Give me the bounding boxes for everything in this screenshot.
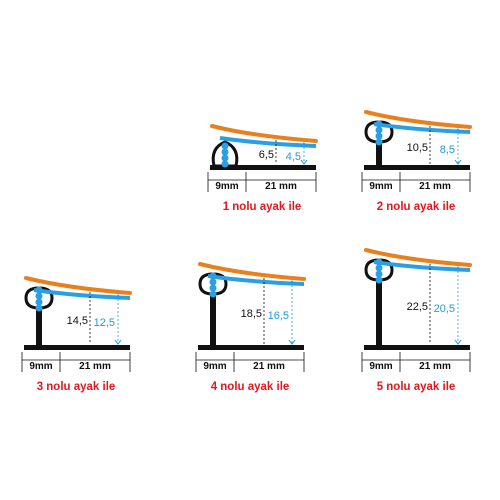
arrow-down xyxy=(454,159,462,165)
arrow-up xyxy=(114,294,122,300)
arrow-down xyxy=(454,339,462,345)
width-left-label: 9mm xyxy=(203,361,226,372)
height-inner-label: 16,5 xyxy=(268,310,289,322)
arrow-up xyxy=(454,128,462,134)
clip-bead xyxy=(35,298,43,306)
width-left-label: 9mm xyxy=(215,181,238,192)
width-right-label: 21 mm xyxy=(253,361,285,372)
panel-foot-3: 14,5 12,5 9mm 21 mm 3 nolu ayak ile xyxy=(21,276,132,393)
clip-bead xyxy=(35,292,43,300)
foot-loop xyxy=(211,140,239,168)
arrow-down xyxy=(300,159,308,165)
panel-caption: 5 nolu ayak ile xyxy=(377,381,456,393)
orange-strip xyxy=(210,124,318,143)
height-total-label: 18,5 xyxy=(241,308,262,320)
foot-stem xyxy=(376,278,382,348)
base-bar xyxy=(364,345,470,350)
width-right-label: 21 mm xyxy=(419,361,451,372)
width-left-label: 9mm xyxy=(29,361,52,372)
arrow-down xyxy=(114,339,122,345)
arrow-down xyxy=(288,339,296,345)
height-inner-label: 20,5 xyxy=(434,303,455,315)
orange-strip xyxy=(198,262,306,281)
height-inner-label: 4,5 xyxy=(286,151,301,163)
clip-bead xyxy=(221,148,229,156)
clip-bead xyxy=(375,138,383,146)
height-total-label: 14,5 xyxy=(67,315,88,327)
arrow-up xyxy=(288,280,296,286)
clip-bead xyxy=(221,160,229,168)
clip-bead xyxy=(375,132,383,140)
orange-strip xyxy=(364,110,472,129)
foot-stem xyxy=(376,140,382,168)
clip-bead xyxy=(221,142,229,150)
clip-bead xyxy=(375,126,383,134)
width-left-label: 9mm xyxy=(369,361,392,372)
panel-foot-4: 18,5 16,5 9mm 21 mm 4 nolu ayak ile xyxy=(195,262,306,393)
clip-bead xyxy=(375,276,383,284)
panel-foot-5: 22,5 20,5 9mm 21 mm 5 nolu ayak ile xyxy=(361,248,472,393)
panel-caption: 4 nolu ayak ile xyxy=(211,381,290,393)
clip-bead xyxy=(209,278,217,286)
orange-strip xyxy=(24,276,132,295)
panel-foot-1: 6,5 4,5 9mm 21 mm 1 nolu ayak ile xyxy=(207,124,318,213)
foot-stem xyxy=(36,306,42,348)
width-right-label: 21 mm xyxy=(79,361,111,372)
clip-bead xyxy=(209,284,217,292)
arrow-up xyxy=(300,142,308,148)
panel-caption: 1 nolu ayak ile xyxy=(223,201,302,213)
clip-bead xyxy=(221,154,229,162)
base-bar xyxy=(364,165,470,170)
height-total-label: 22,5 xyxy=(407,301,428,313)
arrow-up xyxy=(454,266,462,272)
clip-bead xyxy=(375,270,383,278)
height-inner-label: 12,5 xyxy=(94,317,115,329)
width-left-label: 9mm xyxy=(369,181,392,192)
orange-strip xyxy=(364,248,472,267)
base-bar xyxy=(24,345,130,350)
width-right-label: 21 mm xyxy=(265,181,297,192)
base-bar xyxy=(198,345,304,350)
panel-caption: 2 nolu ayak ile xyxy=(377,201,456,213)
width-right-label: 21 mm xyxy=(419,181,451,192)
height-total-label: 6,5 xyxy=(259,149,274,161)
clip-bead xyxy=(375,264,383,272)
panel-foot-2: 10,5 8,5 9mm 21 mm 2 nolu ayak ile xyxy=(361,110,472,213)
clip-bead xyxy=(209,290,217,298)
height-inner-label: 8,5 xyxy=(440,144,455,156)
height-total-label: 10,5 xyxy=(407,142,428,154)
foot-stem xyxy=(210,292,216,348)
base-bar xyxy=(210,165,316,170)
panel-caption: 3 nolu ayak ile xyxy=(37,381,116,393)
clip-bead xyxy=(35,304,43,312)
